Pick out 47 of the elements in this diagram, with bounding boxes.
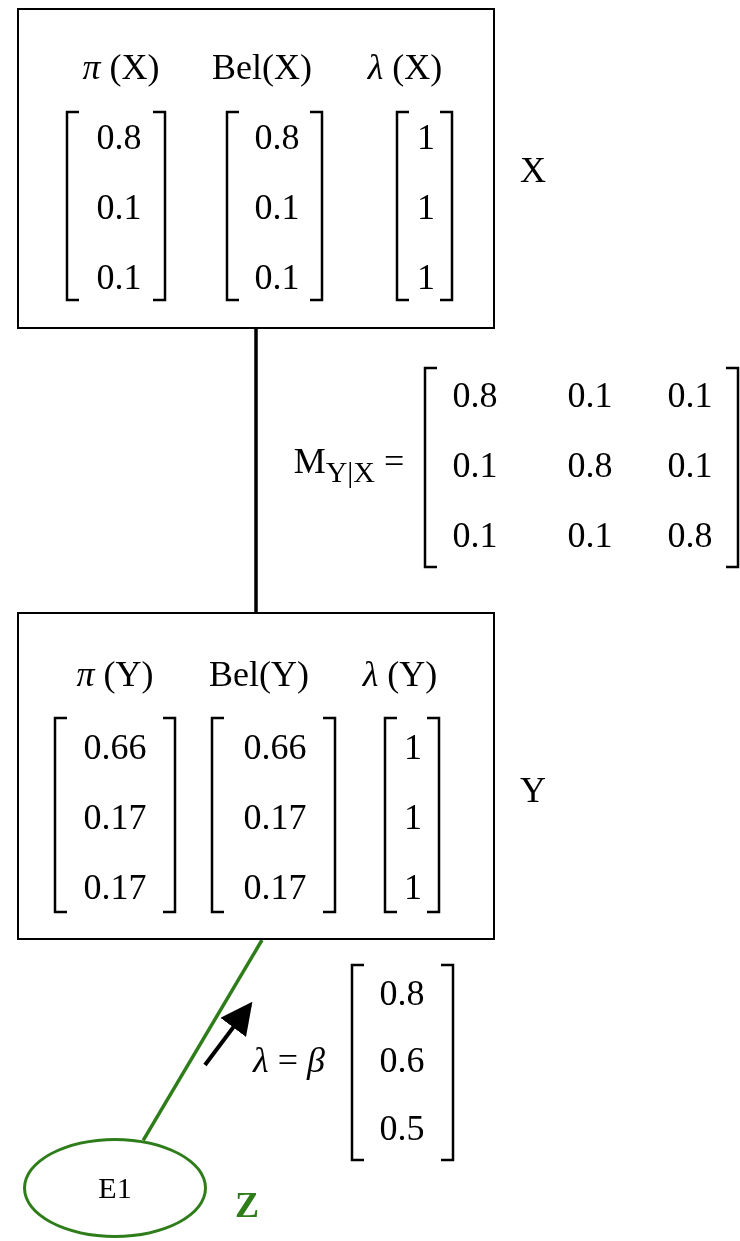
node-caption: Y <box>520 772 546 808</box>
matrix-entry: 0.17 <box>243 799 307 835</box>
column-heading: Bel(X) <box>212 49 312 85</box>
matrix-entry: 0.1 <box>567 517 613 553</box>
matrix-entry: 0.1 <box>254 189 300 225</box>
matrix-entry: 0.8 <box>667 517 713 553</box>
equation-label: λ = β <box>253 1042 325 1078</box>
matrix-entry: 0.17 <box>83 799 147 835</box>
column-heading: Bel(Y) <box>209 656 309 692</box>
column-heading: π (X) <box>82 49 160 85</box>
matrix-entry: 1 <box>404 799 422 835</box>
node-box <box>17 8 495 329</box>
matrix-entry: 0.1 <box>667 447 713 483</box>
node-caption: X <box>520 152 546 188</box>
column-heading: π (Y) <box>76 656 154 692</box>
matrix-entry: 0.1 <box>254 259 300 295</box>
matrix-entry: 0.66 <box>243 729 307 765</box>
column-heading: λ (Y) <box>362 656 438 692</box>
node-label: E1 <box>98 1173 132 1203</box>
matrix-entry: 0.1 <box>567 377 613 413</box>
connector-line <box>254 329 258 612</box>
matrix-entry: 0.8 <box>96 119 142 155</box>
node-caption: Z <box>235 1187 259 1223</box>
matrix-entry: 0.1 <box>667 377 713 413</box>
column-heading: λ (X) <box>367 49 443 85</box>
matrix-entry: 0.5 <box>379 1110 425 1146</box>
connector-line <box>141 939 264 1142</box>
matrix-entry: 0.17 <box>243 869 307 905</box>
matrix-entry: 0.6 <box>379 1042 425 1078</box>
evidence-ellipse <box>23 1138 207 1238</box>
matrix-entry: 1 <box>417 259 435 295</box>
matrix-entry: 0.8 <box>567 447 613 483</box>
matrix-entry: 0.8 <box>452 377 498 413</box>
matrix-entry: 0.1 <box>96 189 142 225</box>
matrix-entry: 1 <box>404 869 422 905</box>
matrix-entry: 0.17 <box>83 869 147 905</box>
equation-label: M$_{Y|X}$ = <box>293 443 405 487</box>
matrix-entry: 1 <box>404 729 422 765</box>
matrix-entry: 0.66 <box>83 729 147 765</box>
node-box <box>17 612 495 940</box>
matrix-entry: 0.8 <box>379 975 425 1011</box>
matrix-entry: 0.8 <box>254 119 300 155</box>
matrix-entry: 0.1 <box>96 259 142 295</box>
matrix-entry: 1 <box>417 189 435 225</box>
matrix-entry: 0.1 <box>452 447 498 483</box>
matrix-entry: 0.1 <box>452 517 498 553</box>
matrix-entry: 1 <box>417 119 435 155</box>
